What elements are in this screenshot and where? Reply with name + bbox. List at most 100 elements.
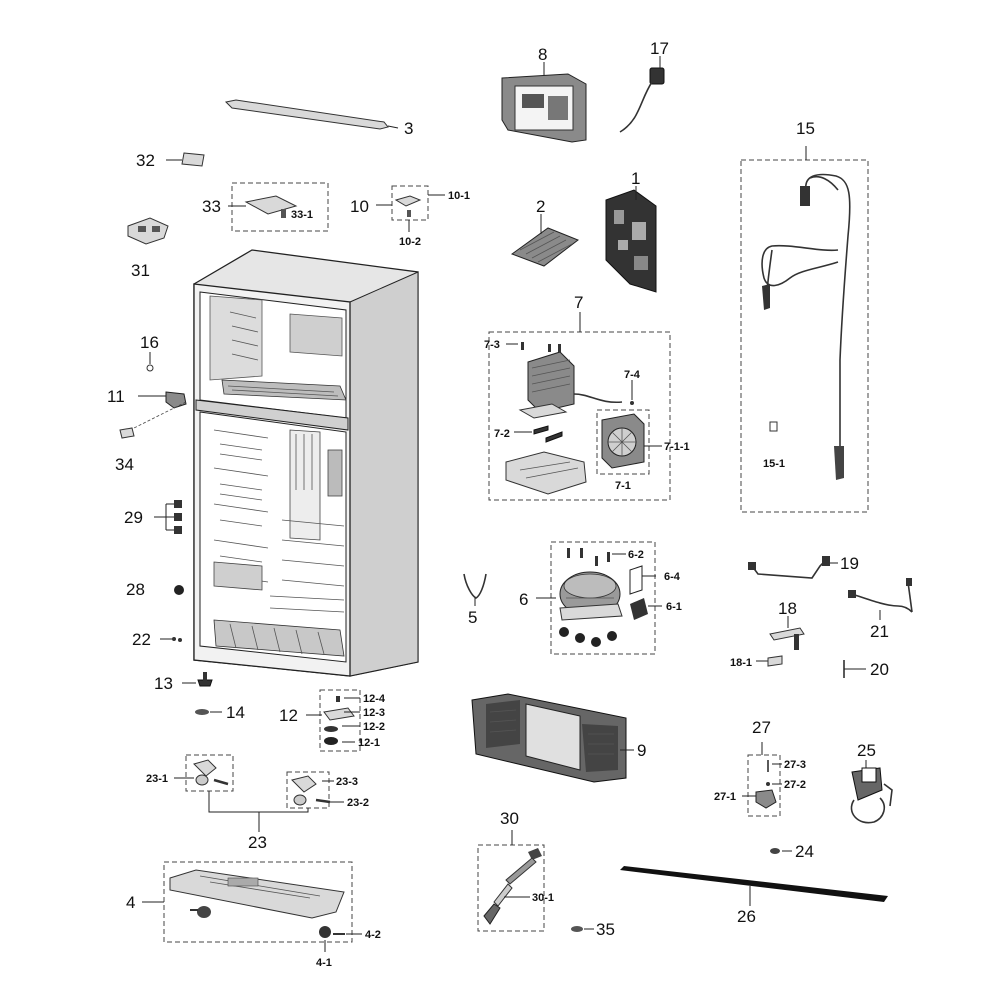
- group-box-30: [477, 844, 545, 932]
- callout-9: 9: [637, 741, 646, 760]
- part-26-strip: [620, 866, 888, 906]
- callout-26: 26: [737, 907, 756, 926]
- callout-6: 6: [519, 590, 528, 609]
- callout-2: 2: [536, 197, 545, 216]
- callout-23: 23: [248, 833, 267, 852]
- group-box-12: [319, 689, 361, 752]
- callout-27: 27: [752, 718, 771, 737]
- callout-35: 35: [596, 920, 615, 939]
- callout-1: 1: [631, 169, 640, 188]
- part-19-harness: [748, 556, 838, 579]
- callout-7: 7: [574, 293, 583, 312]
- callout-29: 29: [124, 508, 143, 527]
- part-14: [195, 709, 222, 715]
- callout-15: 15: [796, 119, 815, 138]
- callout-4: 4: [126, 893, 135, 912]
- part-27-valve-assy: [742, 742, 782, 809]
- callout-12-4: 12-4: [363, 693, 386, 705]
- callout-14: 14: [226, 703, 245, 722]
- callout-17: 17: [650, 39, 669, 58]
- callout-24: 24: [795, 842, 814, 861]
- callout-27-2: 27-2: [784, 779, 806, 791]
- part-28: [174, 585, 184, 595]
- callout-6-1: 6-1: [666, 601, 682, 613]
- callout-3: 3: [404, 119, 413, 138]
- callout-13: 13: [154, 674, 173, 693]
- part-2-cover-grille: [510, 214, 580, 267]
- group-box-10: [391, 185, 429, 221]
- callout-30-1: 30-1: [532, 892, 554, 904]
- callout-18-1: 18-1: [730, 657, 752, 669]
- callout-4-1: 4-1: [316, 957, 332, 969]
- callout-23-1: 23-1: [146, 773, 168, 785]
- callout-18: 18: [778, 599, 797, 618]
- callout-12-2: 12-2: [363, 721, 385, 733]
- part-33: [228, 195, 298, 218]
- part-7-evaporator-fan-assy: [505, 312, 662, 495]
- part-32: [166, 152, 205, 167]
- callout-7-4: 7-4: [624, 369, 641, 381]
- callout-34: 34: [115, 455, 134, 474]
- part-13-leveling-foot: [182, 672, 213, 687]
- callout-12-1: 12-1: [358, 737, 380, 749]
- part-4-base-plate: [142, 869, 362, 952]
- callout-labels: 8 17 3 15 32 33 33-1 10 10-1 10-2 1 2 31…: [107, 39, 889, 969]
- part-17-power-cord: [619, 56, 665, 133]
- part-24: [770, 848, 792, 854]
- callout-22: 22: [132, 630, 151, 649]
- part-22: [160, 637, 182, 642]
- part-20: [843, 660, 866, 678]
- part-8-control-box: [501, 62, 587, 143]
- callout-23-2: 23-2: [347, 797, 369, 809]
- part-11-hinge: [119, 391, 187, 439]
- part-3-top-trim: [224, 99, 399, 130]
- part-9-back-panel: [471, 693, 634, 783]
- callout-7-3: 7-3: [484, 339, 500, 351]
- group-box-33: [231, 182, 329, 232]
- callout-31: 31: [131, 261, 150, 280]
- group-box-7-1: [596, 409, 650, 475]
- callout-10: 10: [350, 197, 369, 216]
- callout-30: 30: [500, 809, 519, 828]
- callout-21: 21: [870, 622, 889, 641]
- callout-20: 20: [870, 660, 889, 679]
- part-35: [571, 926, 594, 932]
- part-23-roller-assy: [174, 759, 344, 832]
- callout-12: 12: [279, 706, 298, 725]
- callout-23-3: 23-3: [336, 776, 358, 788]
- callout-7-2: 7-2: [494, 428, 510, 440]
- callout-10-1: 10-1: [448, 190, 470, 202]
- callout-28: 28: [126, 580, 145, 599]
- part-1-main-pcb: [605, 186, 657, 293]
- part-5-bracket: [463, 573, 487, 606]
- callout-4-2: 4-2: [365, 929, 381, 941]
- callout-5: 5: [468, 608, 477, 627]
- part-29-caps: [154, 500, 182, 534]
- part-18-sensor: [756, 616, 805, 667]
- callout-33: 33: [202, 197, 221, 216]
- callout-6-2: 6-2: [628, 549, 644, 561]
- callout-15-1: 15-1: [763, 458, 785, 470]
- callout-6-4: 6-4: [664, 571, 681, 583]
- callout-33-1: 33-1: [291, 209, 313, 221]
- callout-7-1-1: 7-1-1: [664, 441, 690, 453]
- part-30-damper: [483, 830, 542, 925]
- group-box-27: [747, 754, 781, 817]
- callout-27-1: 27-1: [714, 791, 736, 803]
- callout-11: 11: [107, 387, 125, 406]
- part-21-harness: [848, 578, 913, 620]
- part-31: [127, 217, 169, 245]
- part-16: [146, 352, 154, 372]
- part-25-water-valve: [850, 760, 893, 824]
- refrigerator-cabinet: [193, 249, 419, 677]
- callout-25: 25: [857, 741, 876, 760]
- callout-12-3: 12-3: [363, 707, 385, 719]
- callout-8: 8: [538, 45, 547, 64]
- part-6-compressor-assy: [536, 548, 662, 647]
- part-15-refrigerant-tube: [761, 146, 851, 480]
- callout-16: 16: [140, 333, 159, 352]
- callout-27-3: 27-3: [784, 759, 806, 771]
- callout-7-1: 7-1: [615, 480, 631, 492]
- part-10: [376, 194, 445, 232]
